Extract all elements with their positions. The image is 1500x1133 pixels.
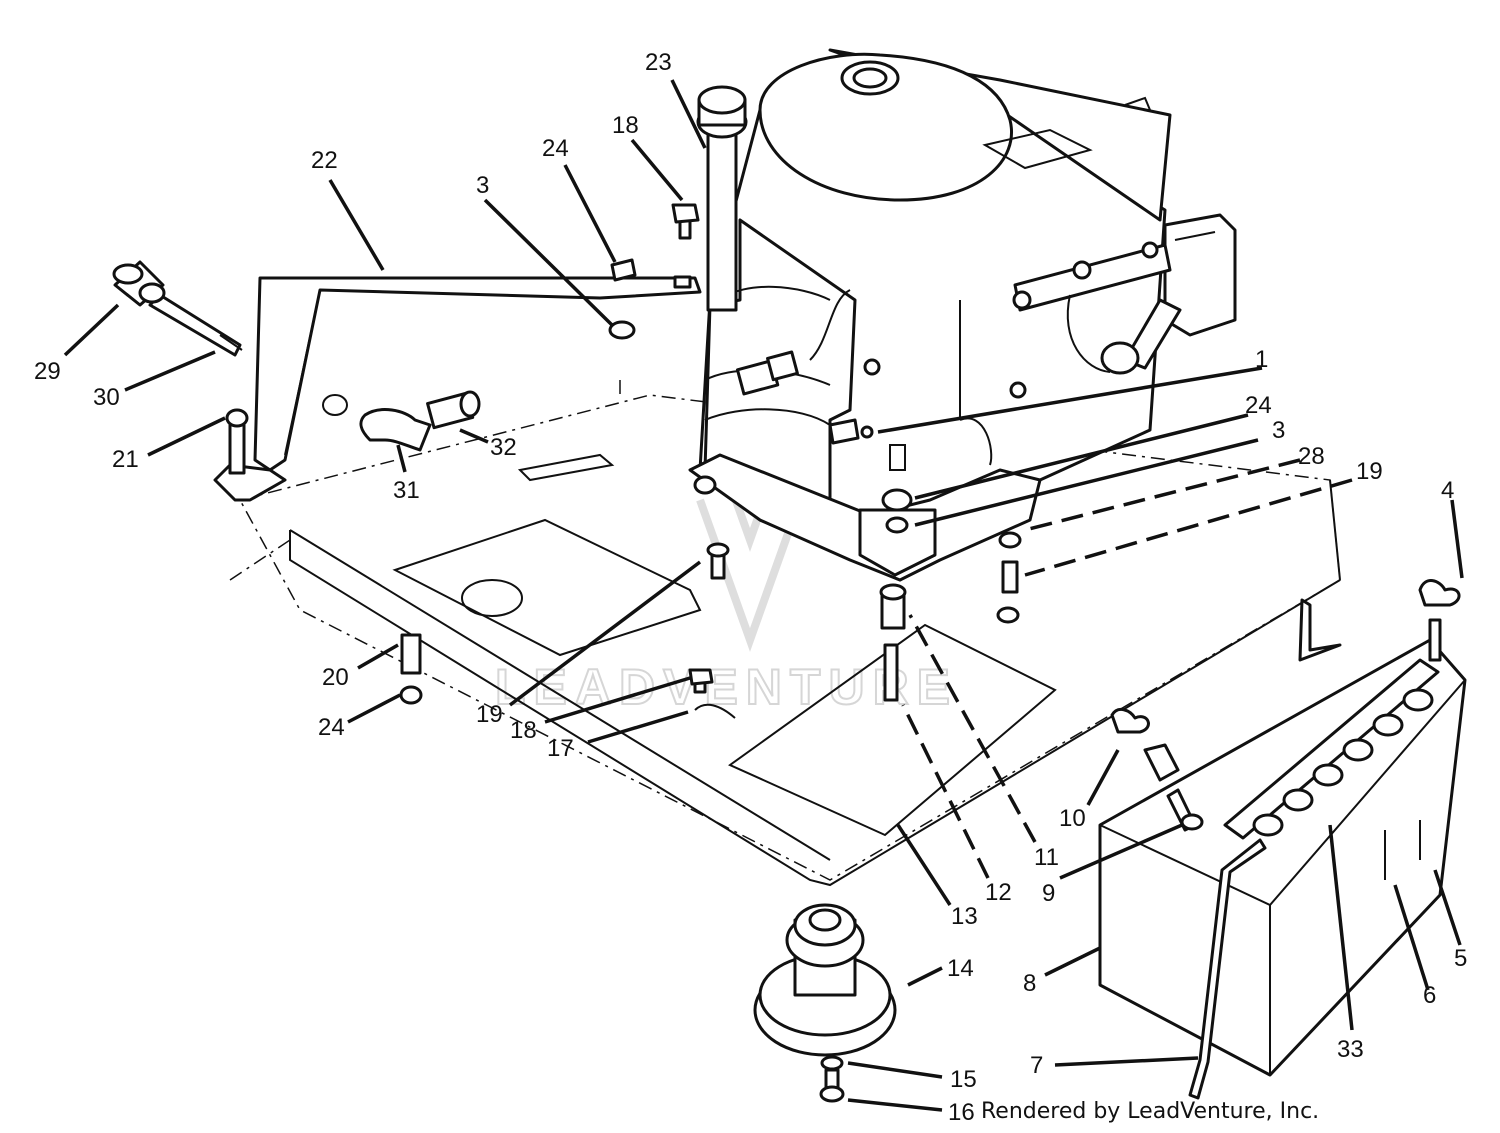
callout-28: 28 [1298,443,1325,470]
callout-5: 5 [1454,945,1467,972]
callout-3-right: 3 [1272,417,1285,444]
bolt-21 [225,408,249,475]
battery-33 [1098,638,1467,1077]
callout-9: 9 [1042,880,1055,907]
callout-6: 6 [1423,982,1436,1009]
callout-22: 22 [311,147,338,174]
callout-15: 15 [950,1066,977,1093]
cable-30 [148,293,243,357]
callout-1: 1 [1255,346,1268,373]
watermark-text: LEADVENTURE [495,659,958,715]
spacer-11-top [879,583,907,601]
callout-leaders [63,79,1464,1112]
engine [688,48,1237,582]
spacer-20 [400,633,422,675]
callout-7: 7 [1030,1052,1043,1079]
wing-nut-4 [1418,579,1461,607]
battery-cells [1252,688,1434,837]
mounting-frame [229,380,1341,887]
callout-33: 33 [1337,1036,1364,1063]
callout-18-top: 18 [612,112,639,139]
bolt-12 [883,643,899,702]
callout-29: 29 [34,358,61,385]
callout-24-top: 24 [542,135,569,162]
washer-15 [820,1055,844,1071]
callout-14: 14 [947,955,974,982]
elbow-31 [359,408,432,452]
stud-19-top [706,542,730,558]
rod-5 [1428,618,1442,662]
callout-4: 4 [1441,477,1454,504]
callout-13: 13 [951,903,978,930]
callout-17: 17 [547,735,574,762]
nut-28 [998,531,1022,549]
bolt-18-top [671,203,700,240]
bracket-6 [1298,598,1342,662]
callout-19-left: 19 [476,701,503,728]
nut-24-top [610,258,637,282]
bolt-19-right [1001,560,1019,594]
callout-32: 32 [490,434,517,461]
callout-23: 23 [645,49,672,76]
callout-20: 20 [322,664,349,691]
hold-down-rod-7 [1188,838,1267,1100]
callout-10: 10 [1059,805,1086,832]
clip-17 [694,703,736,719]
washer-3-top [608,320,636,340]
callout-21: 21 [112,446,139,473]
fitting-32 [426,390,481,430]
callout-16: 16 [948,1099,975,1126]
bracket-22 [213,275,702,502]
engine-pulley [753,903,897,1057]
hole-plug [322,394,348,416]
wing-nut-10 [1110,707,1150,734]
nut-24-left [399,685,423,705]
dipstick-tube [696,85,748,312]
callout-labels: 1 3 3 4 5 6 7 8 9 10 11 12 13 14 15 16 1… [34,49,1467,1126]
callout-19-right: 19 [1356,458,1383,485]
callout-31: 31 [393,477,420,504]
bolt-16-head [819,1085,845,1103]
callout-30: 30 [93,384,120,411]
credit-text: Rendered by LeadVenture, Inc. [981,1099,1320,1124]
callout-18-mid: 18 [510,717,537,744]
bolt-9 [1143,743,1204,832]
callout-12: 12 [985,879,1012,906]
ferrule-29 [112,260,166,307]
washer-19-right [996,606,1020,624]
callout-24-left: 24 [318,714,345,741]
callout-11: 11 [1034,844,1059,871]
callout-24-right: 24 [1245,392,1272,419]
callout-8: 8 [1023,970,1036,997]
callout-3-top: 3 [476,172,489,199]
bolt-18-mid [688,668,714,694]
